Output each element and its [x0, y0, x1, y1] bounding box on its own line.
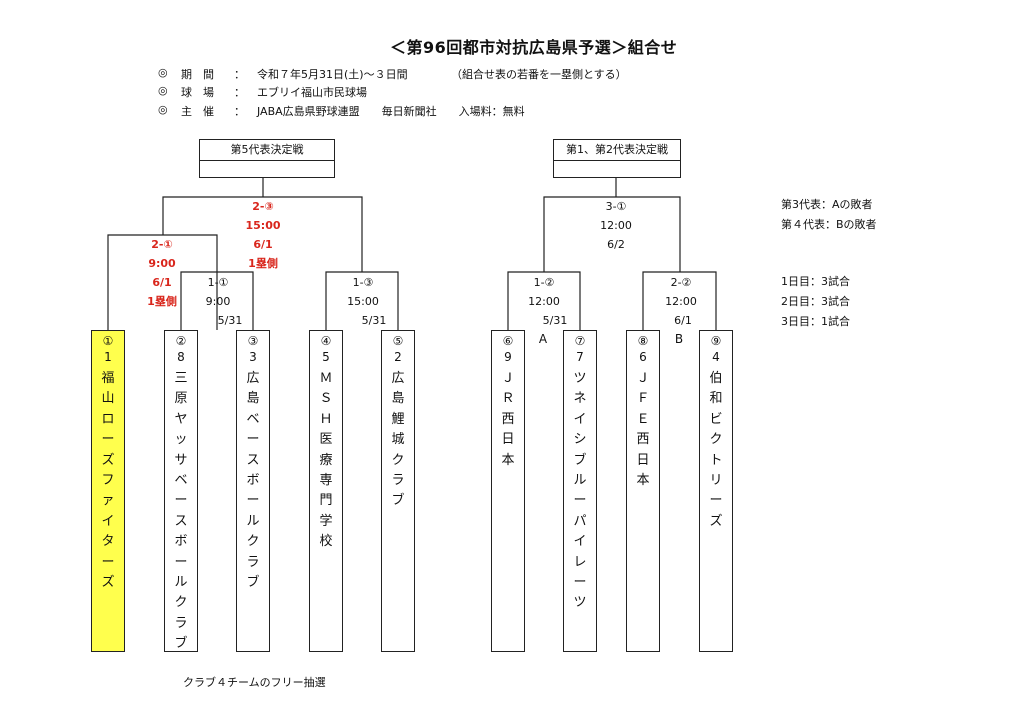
game-date: 5/31: [361, 314, 387, 327]
team-number: ②: [175, 334, 187, 348]
game-label-2-2: 2-② 12:00: [653, 273, 709, 311]
note-rep4: 第４代表：Bの敗者: [781, 218, 877, 231]
team-number: ①: [102, 334, 114, 348]
info-value: エブリイ福山市民球場: [257, 86, 367, 99]
team-seed: 2: [394, 350, 402, 364]
info-value: JABA広島県野球連盟 毎日新聞社 入場料：無料: [257, 105, 525, 118]
team-name: ＪＦＥ西日本: [636, 371, 650, 489]
team-number: ⑥: [502, 334, 514, 348]
header-label: 第1、第2代表決定戦: [554, 140, 680, 161]
game-side: 1塁側: [147, 295, 177, 308]
team-seed: 9: [504, 350, 512, 364]
team-name: ＭＳＨ医療専門学校: [319, 371, 333, 550]
info-key: 主 催: [181, 105, 214, 118]
info-colon: ：: [234, 68, 245, 81]
team-number: ⑨: [710, 334, 722, 348]
team-seed: 7: [576, 350, 584, 364]
team-box: ① 1 福山ローズファイターズ: [91, 330, 125, 652]
team-number: ⑦: [574, 334, 586, 348]
game-label-2-1: 2-① 9:00 6/1 1塁側: [133, 235, 191, 311]
info-value: 令和７年5月31日(土)～３日間: [257, 68, 408, 81]
bracket-line: [180, 271, 254, 330]
game-label-1-3: 1-③ 15:00: [335, 273, 391, 311]
note-day3: 3日目：1試合: [781, 315, 850, 328]
team-seed: 5: [322, 350, 330, 364]
game-label-1-1: 1-① 9:00: [193, 273, 243, 311]
info-colon: ：: [234, 86, 245, 99]
team-name: 伯和ビクトリーズ: [709, 371, 723, 529]
game-date: 5/31: [217, 314, 243, 327]
team-box: ⑨ 4 伯和ビクトリーズ: [699, 330, 733, 652]
team-seed: 1: [104, 350, 112, 364]
header-box-1st-2nd-rep: 第1、第2代表決定戦: [553, 139, 681, 178]
info-key: 期 間: [181, 68, 214, 81]
info-row-stadium: ◎ 球 場 ： エブリイ福山市民球場: [158, 84, 758, 100]
team-box: ③ 3 広島ベースボールクラブ: [236, 330, 270, 652]
game-time: 12:00: [665, 295, 697, 308]
team-name: 広島ベースボールクラブ: [246, 371, 260, 591]
game-id: 2-②: [670, 276, 692, 289]
info-extra: （組合せ表の若番を一塁側とする）: [451, 68, 627, 81]
info-row-organizer: ◎ 主 催 ： JABA広島県野球連盟 毎日新聞社 入場料：無料: [158, 103, 758, 119]
team-number: ⑤: [392, 334, 404, 348]
game-id: 1-③: [352, 276, 374, 289]
note-rep3: 第3代表：Aの敗者: [781, 198, 873, 211]
team-box: ⑧ 6 ＪＦＥ西日本: [626, 330, 660, 652]
info-colon: ：: [234, 105, 245, 118]
team-number: ④: [320, 334, 332, 348]
game-date: 6/2: [607, 238, 625, 251]
team-box: ⑤ 2 広島鯉城クラブ: [381, 330, 415, 652]
game-id: 2-③: [252, 200, 274, 213]
note-day1: 1日目：3試合: [781, 275, 850, 288]
team-name: 三原ヤッサベースボールクラブ: [174, 371, 188, 652]
game-time: 9:00: [148, 257, 176, 270]
game-time: 15:00: [245, 219, 281, 232]
game-id: 3-①: [605, 200, 627, 213]
info-mark: ◎: [158, 66, 168, 79]
game-time: 12:00: [528, 295, 560, 308]
bracket-line: [543, 196, 681, 272]
game-time: 15:00: [347, 295, 379, 308]
game-date: 5/31: [542, 314, 568, 327]
team-name: ツネイシブルーパイレーツ: [573, 371, 587, 611]
note-day2: 2日目：3試合: [781, 295, 850, 308]
team-number: ③: [247, 334, 259, 348]
team-box: ⑦ 7 ツネイシブルーパイレーツ: [563, 330, 597, 652]
team-number: ⑧: [637, 334, 649, 348]
team-box: ⑥ 9 ＪＲ西日本: [491, 330, 525, 652]
game-id: 1-②: [533, 276, 555, 289]
team-seed: 3: [249, 350, 257, 364]
info-mark: ◎: [158, 84, 168, 97]
team-box: ④ 5 ＭＳＨ医療専門学校: [309, 330, 343, 652]
team-seed: 6: [639, 350, 647, 364]
info-row-period: ◎ 期 間 ： 令和７年5月31日(土)～３日間 （組合せ表の若番を一塁側とする…: [158, 66, 758, 82]
mark-b: B: [674, 332, 684, 346]
team-name: ＪＲ西日本: [501, 371, 515, 468]
game-side: 1塁側: [248, 257, 278, 270]
game-label-2-3: 2-③ 15:00 6/1 1塁側: [234, 197, 292, 273]
info-mark: ◎: [158, 103, 168, 116]
header-label: 第5代表決定戦: [200, 140, 334, 161]
info-key: 球 場: [181, 86, 214, 99]
mark-a: A: [538, 332, 548, 346]
team-name: 広島鯉城クラブ: [391, 371, 405, 509]
team-seed: 8: [177, 350, 185, 364]
game-id: 1-①: [207, 276, 229, 289]
game-date: 6/1: [253, 238, 273, 251]
page-title: ＜第96回都市対抗広島県予選＞組合せ: [390, 38, 678, 57]
header-box-5th-rep: 第5代表決定戦: [199, 139, 335, 178]
team-box: ② 8 三原ヤッサベースボールクラブ: [164, 330, 198, 652]
game-label-3-1: 3-① 12:00 6/2: [588, 197, 644, 254]
team-name: 福山ローズファイターズ: [101, 371, 115, 591]
game-date: 6/1: [152, 276, 172, 289]
team-seed: 4: [712, 350, 720, 364]
game-id: 2-①: [151, 238, 173, 251]
game-date: 6/1: [674, 314, 692, 327]
footer-note: クラブ４チームのフリー抽選: [183, 676, 326, 689]
game-label-1-2: 1-② 12:00: [516, 273, 572, 311]
game-time: 9:00: [205, 295, 231, 308]
game-time: 12:00: [600, 219, 632, 232]
